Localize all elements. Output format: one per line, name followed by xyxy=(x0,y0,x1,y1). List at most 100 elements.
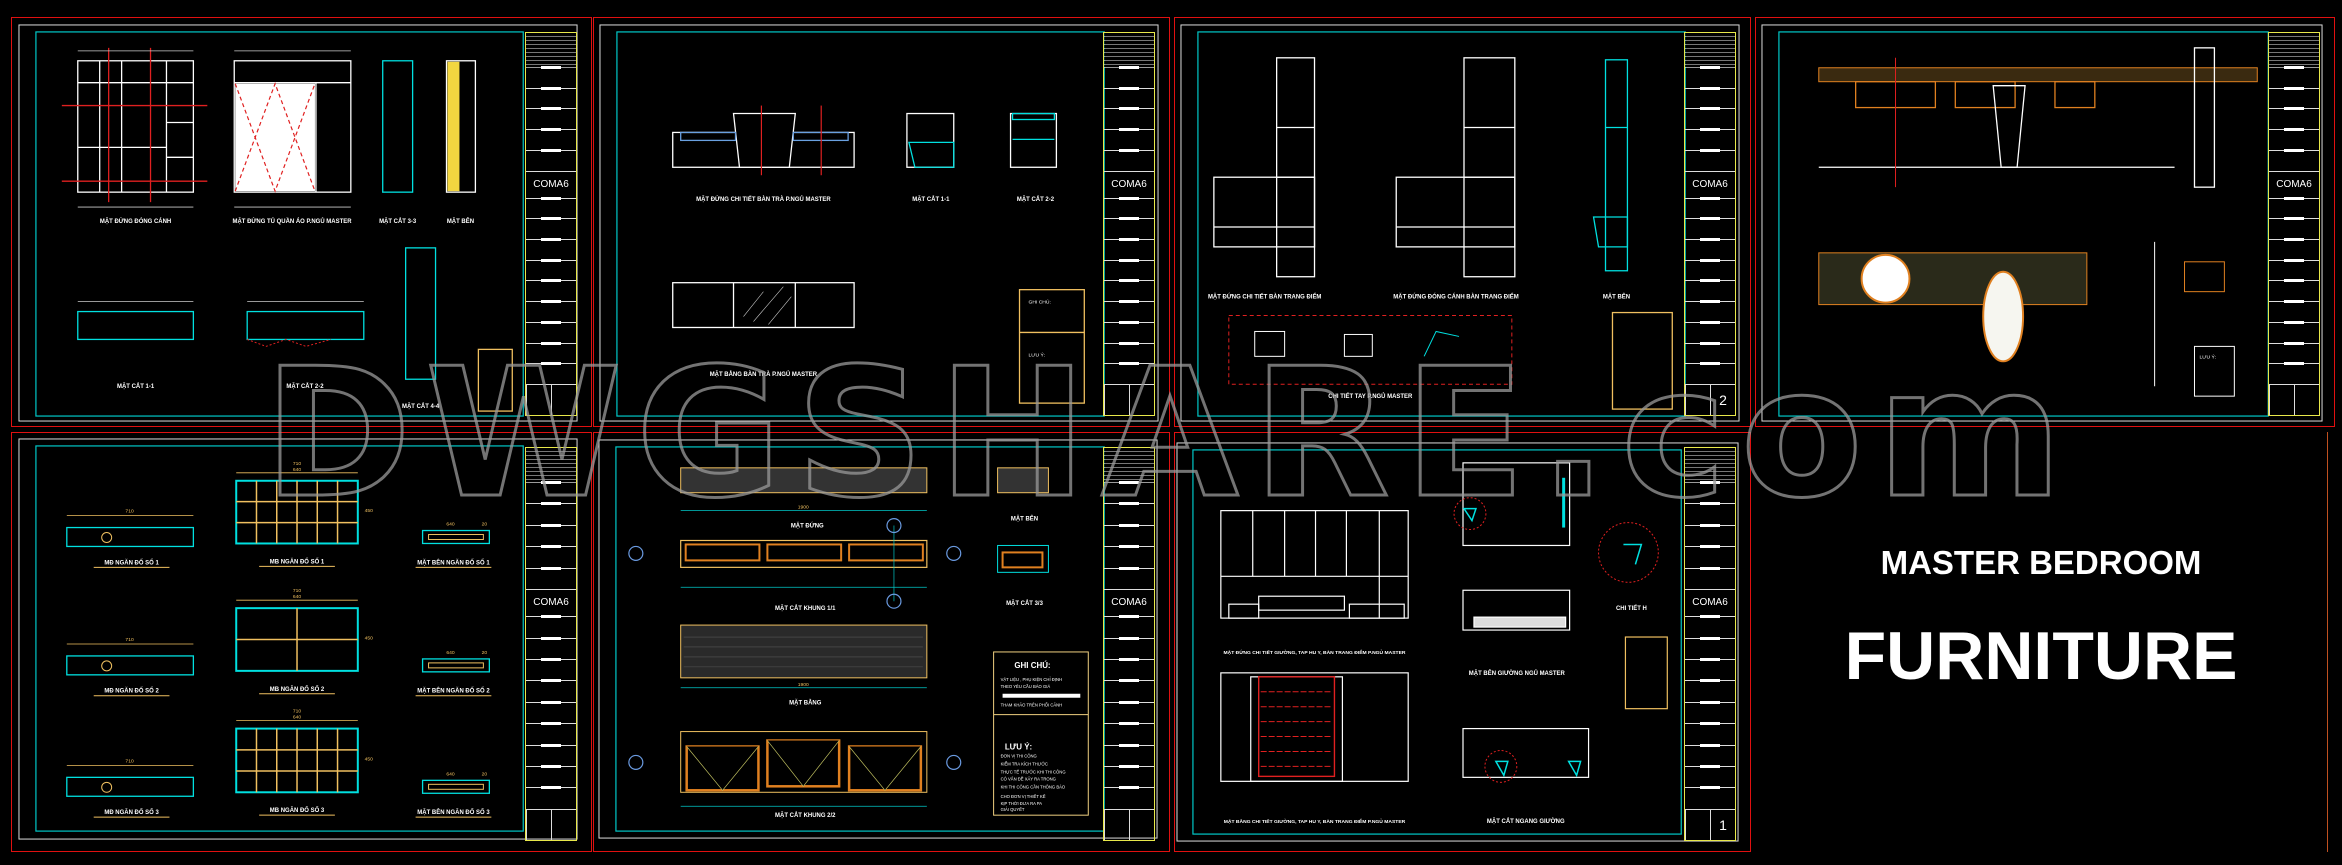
drawing-sheet-bed[interactable]: MẶT ĐỨNG CHI TIẾT GIƯỜNG, TAP HU Y, BÀN … xyxy=(1174,432,1751,852)
side-profile-slot xyxy=(428,534,484,540)
view-label: MẶT BÊN NGĂN ĐỐ SỐ 2 xyxy=(417,687,490,695)
warning-line: THỰC TẾ TRƯỚC KHI THI CÔNG xyxy=(1001,769,1066,774)
title-block-row xyxy=(1685,657,1735,682)
notes-heading: GHI CHÚ: xyxy=(1014,661,1050,670)
drawing-sheet-washbasin[interactable]: LƯU Ý: COMA6 xyxy=(1755,17,2335,427)
title-block-row xyxy=(1685,743,1735,768)
wardrobe-drawing: MẶT ĐỨNG ĐÓNG CÁNH MẶT ĐỨNG TỦ QUẦN ÁO P… xyxy=(18,24,578,422)
dimension-text: 710 xyxy=(125,637,134,643)
title-block-row xyxy=(526,700,576,725)
sheet-revision-cell xyxy=(1685,385,1710,416)
title-block-row xyxy=(2269,238,2319,261)
view-label: MẶT CẮT 2-2 xyxy=(286,382,324,390)
title-block-row xyxy=(526,196,576,220)
view-label: MẶT BẰNG CHI TIẾT GIƯỜNG, TAP HU Y, BÀN … xyxy=(1224,817,1406,825)
view-label: MẶT CẮT 1-1 xyxy=(912,195,950,203)
dimension-text: 710 xyxy=(293,461,302,467)
view-label: MẶT BÊN NGĂN ĐỐ SỐ 3 xyxy=(417,808,490,816)
title-block-row xyxy=(1685,66,1735,89)
view-label: MẶT ĐỨNG xyxy=(791,523,824,530)
title-block-row xyxy=(1685,196,1735,220)
title-block-row xyxy=(2269,128,2319,151)
drawing-sheet-bench[interactable]: 1900 1900 MẶT ĐỨNG MẶT BÊN MẶT CẮT KHUNG… xyxy=(593,432,1170,852)
title-block-row xyxy=(1104,722,1154,746)
tea-table-drawing: MẶT ĐỨNG CHI TIẾT BÀN TRÀ P.NGỦ MASTER M… xyxy=(599,24,1159,422)
title-block-row xyxy=(526,362,576,386)
title-block-row xyxy=(526,107,576,131)
sheet-number-box xyxy=(1104,809,1154,840)
sheet-revision-cell xyxy=(2269,385,2294,416)
title-block-row xyxy=(1685,128,1735,151)
title-block-row xyxy=(1104,238,1154,261)
view-label: MB NGĂN ĐỐ SỐ 2 xyxy=(270,686,325,693)
title-block-row xyxy=(1104,320,1154,344)
title-block-row xyxy=(1685,502,1735,526)
notes-heading: GHI CHÚ: xyxy=(1028,299,1050,306)
title-block-row xyxy=(1104,107,1154,131)
title-block-header xyxy=(1104,448,1154,483)
title-block-row xyxy=(526,657,576,682)
side-profile xyxy=(421,529,490,545)
warning-heading: LƯU Ý: xyxy=(1005,742,1032,751)
dressing-table-drawing: MẶT ĐỨNG CHI TIẾT BÀN TRANG ĐIỂM MẶT ĐỨN… xyxy=(1180,24,1740,422)
title-block-row xyxy=(1104,217,1154,241)
title-block: COMA6 xyxy=(1103,447,1155,841)
title-block-row xyxy=(1104,300,1154,323)
title-block-row xyxy=(1104,786,1154,810)
title-block: COMA6 2 xyxy=(1684,32,1736,416)
title-block-row xyxy=(1685,786,1735,810)
title-block-row xyxy=(1685,480,1735,505)
dimension-text: 450 xyxy=(365,508,374,514)
title-block-row xyxy=(1685,320,1735,344)
note-line: THAM KHẢO TRÊN PHỐI CẢNH xyxy=(1001,703,1063,708)
sheet-number: 2 xyxy=(1710,385,1735,416)
sheet-revision-cell xyxy=(526,385,551,416)
title-block-row xyxy=(1104,700,1154,725)
sheet-revision-cell xyxy=(1685,809,1710,840)
title-block-row xyxy=(526,258,576,282)
view-label: MĐ NGĂN ĐỐ SỐ 3 xyxy=(104,809,159,816)
title-block: COMA6 xyxy=(2268,32,2320,416)
title-block-row xyxy=(526,300,576,323)
title-block-row xyxy=(1685,148,1735,172)
dimension-text: 450 xyxy=(365,756,374,762)
dimension-text: 710 xyxy=(125,509,134,515)
title-block-row xyxy=(2269,362,2319,386)
company-name: COMA6 xyxy=(1685,172,1735,199)
drawing-sheet-tea-table[interactable]: MẶT ĐỨNG CHI TIẾT BÀN TRÀ P.NGỦ MASTER M… xyxy=(593,17,1170,427)
view-label: MẶT BÊN GIƯỜNG NGỦ MASTER xyxy=(1469,669,1566,677)
view-label: MB NGĂN ĐỐ SỐ 1 xyxy=(270,558,325,565)
title-block-row xyxy=(1104,679,1154,703)
warning-heading: LƯU Ý: xyxy=(1028,351,1045,358)
room-title: MASTER BEDROOM xyxy=(1880,544,2202,581)
title-block-header xyxy=(1685,448,1735,483)
title-block-row xyxy=(526,722,576,746)
sheet-number-box xyxy=(2269,385,2319,416)
title-block-row xyxy=(1104,341,1154,365)
dimension-text: 640 xyxy=(446,650,455,656)
sheet-revision-cell xyxy=(526,809,551,840)
title-block-row xyxy=(526,523,576,548)
company-name: COMA6 xyxy=(1104,172,1154,199)
title-block-row xyxy=(1685,523,1735,548)
title-block-row xyxy=(1685,545,1735,569)
dimension-text: 640 xyxy=(293,467,302,473)
sheet-revision-cell xyxy=(1104,385,1129,416)
warning-lines: ĐƠN VỊ THI CÔNG KIỂM TRA KÍCH THƯỚC THỰC… xyxy=(1001,753,1066,812)
sheet-number-box xyxy=(1104,385,1154,416)
title-block-header xyxy=(526,448,576,483)
title-block-row xyxy=(1685,341,1735,365)
title-panel: MASTER BEDROOM FURNITURE xyxy=(1755,432,2328,852)
drawing-sheet-dressing-table[interactable]: MẶT ĐỨNG CHI TIẾT BÀN TRANG ĐIỂM MẶT ĐỨN… xyxy=(1174,17,1751,427)
dimension-text: 20 xyxy=(482,650,488,656)
warning-line: KỊP THỜI ĐƯA RA PA xyxy=(1001,801,1043,806)
view-label: MẶT ĐỨNG CHI TIẾT GIƯỜNG, TAP HU Y, BÀN … xyxy=(1224,648,1406,656)
title-block-row xyxy=(1104,545,1154,569)
title-block-row xyxy=(1104,86,1154,110)
view-label: CHI TIẾT H xyxy=(1616,605,1647,612)
drawing-sheet-wardrobe[interactable]: MẶT ĐỨNG ĐÓNG CÁNH MẶT ĐỨNG TỦ QUẦN ÁO P… xyxy=(11,17,592,427)
title-block-row xyxy=(1685,217,1735,241)
note-line: THEO YÊU CẦU BÁO GIÁ xyxy=(1001,684,1051,689)
company-name: COMA6 xyxy=(1104,590,1154,618)
